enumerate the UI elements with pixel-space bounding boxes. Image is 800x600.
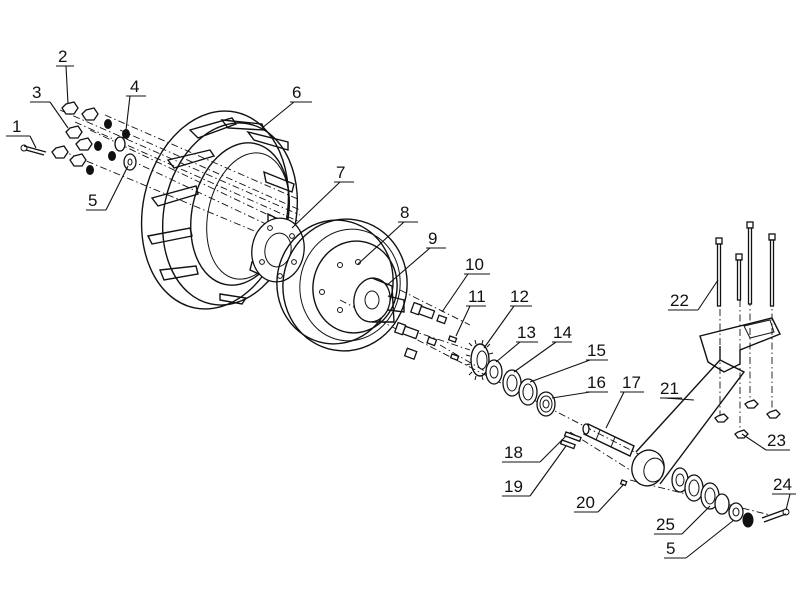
- part-arm-bracket: [631, 317, 781, 487]
- part-axle-shaft: [582, 423, 635, 457]
- callout-17: 17: [622, 373, 641, 392]
- callout-21: 21: [660, 379, 679, 398]
- part-hub-flange: [353, 277, 405, 323]
- part-wheel-bolts: [393, 301, 448, 361]
- callout-18: 18: [504, 443, 523, 462]
- lock-washer: [86, 119, 130, 175]
- callout-19: 19: [504, 477, 523, 496]
- callout-3: 3: [32, 83, 41, 102]
- part-nuts-washers-group: [51, 101, 137, 175]
- callout-11: 11: [468, 287, 486, 306]
- callout-leader-lines: [6, 65, 796, 559]
- callout-25: 25: [656, 515, 675, 534]
- callout-12: 12: [510, 287, 529, 306]
- callout-16: 16: [587, 373, 606, 392]
- part-bearing-16: [536, 391, 556, 417]
- callout-20: 20: [576, 493, 595, 512]
- callout-5-right: 5: [666, 539, 675, 558]
- part-bushing: [485, 359, 503, 385]
- part-end-bearings: [671, 467, 754, 528]
- callout-labels: 1 2 3 4 5 6 7 8 9 10 11 12 13 14 15 16 1…: [12, 47, 792, 558]
- callout-9: 9: [428, 229, 437, 248]
- callout-5-left: 5: [88, 191, 97, 210]
- callout-7: 7: [336, 163, 345, 182]
- callout-23: 23: [767, 431, 786, 450]
- part-hub-plate: [251, 217, 305, 283]
- callout-10: 10: [465, 255, 484, 274]
- part-washer-14: [502, 369, 522, 397]
- callout-2: 2: [58, 47, 67, 66]
- callout-1: 1: [12, 117, 21, 136]
- callout-13: 13: [517, 323, 536, 342]
- flat-washer: [114, 136, 137, 171]
- callout-6: 6: [292, 83, 301, 102]
- part-seal: [518, 378, 538, 406]
- callout-24: 24: [773, 475, 792, 494]
- callout-15: 15: [587, 341, 606, 360]
- part-tire: [140, 110, 299, 310]
- part-shaft-key: [559, 431, 582, 450]
- callout-8: 8: [400, 203, 409, 222]
- part-key: [447, 335, 460, 361]
- hex-nut: [51, 101, 99, 167]
- part-cotter-pin-right: [761, 508, 790, 523]
- part-long-bolts: [715, 221, 776, 307]
- callout-4: 4: [130, 77, 139, 96]
- callout-14: 14: [553, 323, 572, 342]
- callout-22: 22: [670, 291, 689, 310]
- part-cotter-pin-left: [20, 144, 47, 156]
